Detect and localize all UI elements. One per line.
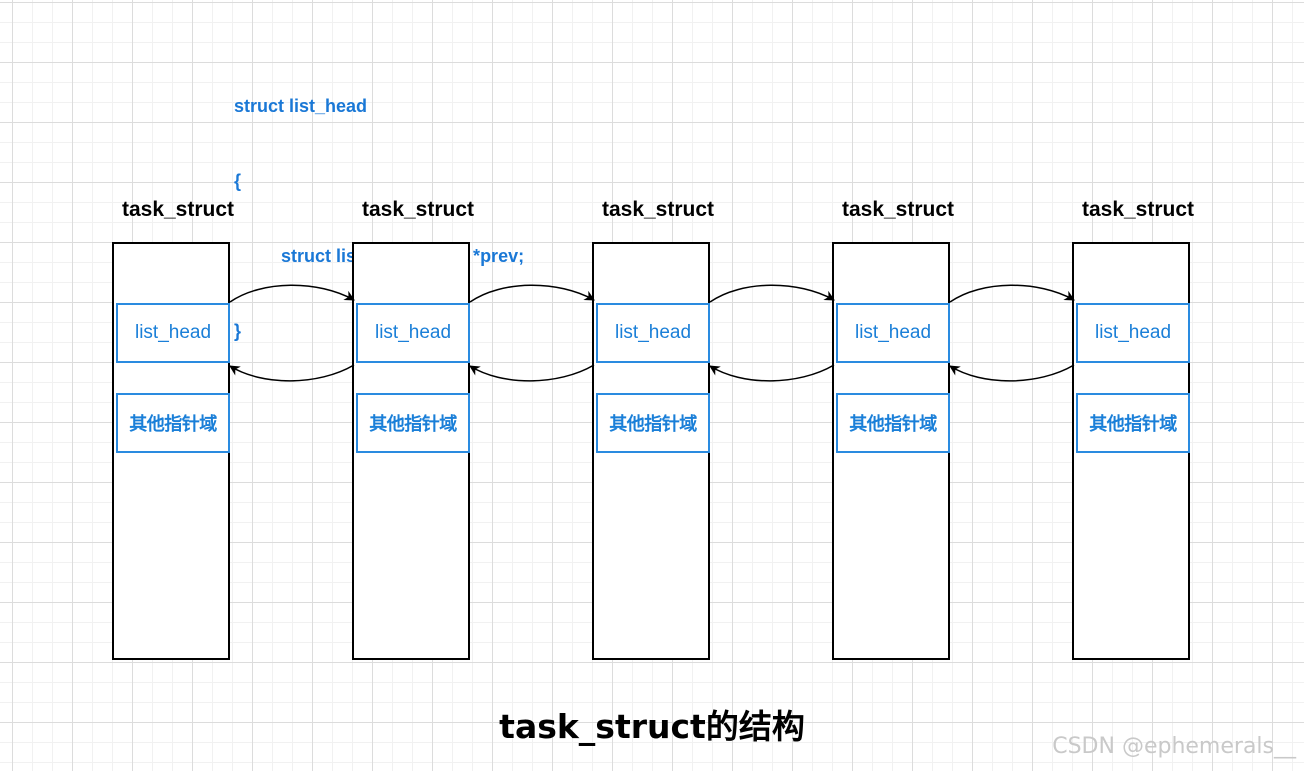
prev-arrow-3-2 [469, 364, 595, 382]
watermark: CSDN @ephemerals__ [1052, 734, 1296, 759]
next-arrow-4-5 [949, 284, 1075, 303]
other-pointer-field: 其他指针域 [356, 393, 470, 453]
list-head-field: list_head [356, 303, 470, 363]
other-pointer-field: 其他指针域 [1076, 393, 1190, 453]
prev-arrow-5-4 [949, 364, 1075, 382]
prev-arrow-4-3 [709, 364, 835, 382]
task-struct-box: list_head 其他指针域 [1072, 242, 1190, 660]
list-head-field: list_head [1076, 303, 1190, 363]
code-line-4: } [234, 321, 242, 341]
next-arrow-3-4 [709, 284, 835, 303]
task-struct-box: list_head 其他指针域 [352, 242, 470, 660]
node-title: task_struct [121, 198, 235, 221]
task-struct-box: list_head 其他指针域 [592, 242, 710, 660]
code-line-2: { [234, 171, 242, 191]
node-title: task_struct [361, 198, 475, 221]
task-struct-box: list_head 其他指针域 [112, 242, 230, 660]
diagram-caption: task_struct的结构 [499, 707, 805, 746]
node-title: task_struct [601, 198, 715, 221]
prev-arrow-2-1 [229, 364, 355, 382]
list-head-field: list_head [836, 303, 950, 363]
other-pointer-field: 其他指针域 [596, 393, 710, 453]
other-pointer-field: 其他指针域 [116, 393, 230, 453]
list-head-field: list_head [116, 303, 230, 363]
code-line-1: struct list_head [234, 96, 368, 116]
list-head-field: list_head [596, 303, 710, 363]
node-title: task_struct [841, 198, 955, 221]
task-struct-box: list_head 其他指针域 [832, 242, 950, 660]
node-title: task_struct [1081, 198, 1195, 221]
next-arrow-2-3 [469, 284, 595, 303]
next-arrow-1-2 [229, 284, 355, 303]
other-pointer-field: 其他指针域 [836, 393, 950, 453]
